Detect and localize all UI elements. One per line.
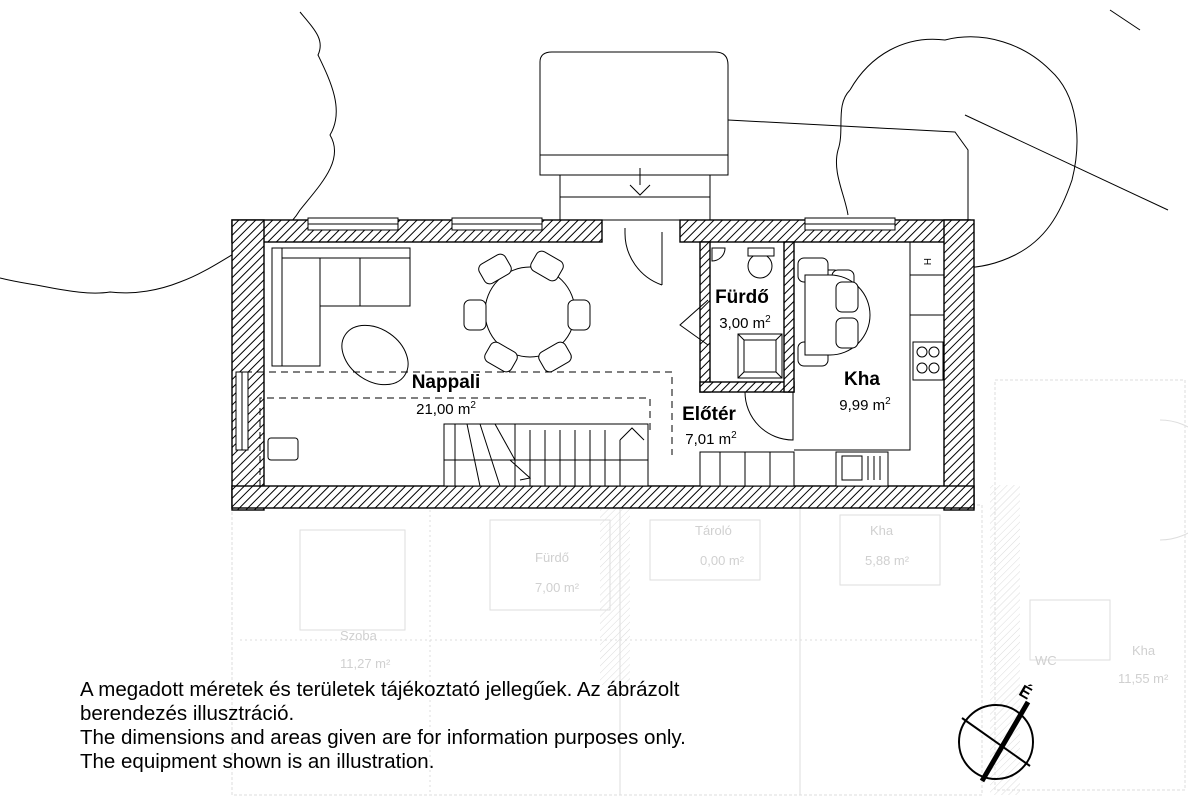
furniture-living <box>267 247 591 461</box>
kitchen-fixtures: H <box>699 242 944 487</box>
note-hu-line1: A megadott méretek és területek tájékozt… <box>80 678 680 701</box>
ghost-label-tarolo: Tároló <box>695 523 732 538</box>
room-area-nappali: 21,00 m2 <box>416 400 476 418</box>
ghost-label-furdo: Fürdő <box>535 550 569 565</box>
doors <box>624 228 794 441</box>
gallery-outline <box>245 371 673 487</box>
ghost-lower-floor <box>231 379 1188 796</box>
ghost-label-wc: WC <box>1035 653 1057 668</box>
windows <box>235 217 896 451</box>
staircase <box>443 423 649 487</box>
ghost-label-kha: Kha <box>870 523 894 538</box>
note-en-line2: The equipment shown is an illustration. <box>80 750 435 773</box>
hood-mark: H <box>921 258 932 265</box>
ghost-label-kha2: Kha <box>1132 643 1156 658</box>
ghost-label-kha-area: 5,88 m² <box>865 553 910 568</box>
tree-right <box>849 36 1078 269</box>
ghost-labels: Fürdő 7,00 m² Tároló 0,00 m² Kha 5,88 m²… <box>340 523 1169 686</box>
ghost-label-szoba: Szoba <box>340 628 378 643</box>
ghost-label-szoba-area: 11,27 m² <box>340 656 391 671</box>
ghost-label-kha2-area: 11,55 m² <box>1118 671 1169 686</box>
room-name-kha: Kha <box>844 369 880 390</box>
room-name-eloter: Előtér <box>682 404 736 425</box>
disclaimer-notes: A megadott méretek és területek tájékozt… <box>80 678 900 774</box>
room-labels: Nappali 21,00 m2 Fürdő 3,00 m2 Kha 9,99 … <box>412 287 891 448</box>
bathroom-fixtures <box>711 247 783 379</box>
room-name-nappali: Nappali <box>412 372 481 393</box>
exterior-walls <box>231 219 975 511</box>
room-area-furdo: 3,00 m2 <box>719 314 771 332</box>
ghost-label-furdo-area: 7,00 m² <box>535 580 580 595</box>
note-en-line1: The dimensions and areas given are for i… <box>80 726 686 749</box>
note-hu-line2: berendezés illusztráció. <box>80 702 295 725</box>
entrance-porch <box>539 51 969 225</box>
ghost-label-tarolo-area: 0,00 m² <box>700 553 745 568</box>
room-area-kha: 9,99 m2 <box>839 396 891 414</box>
room-area-eloter: 7,01 m2 <box>685 430 737 448</box>
room-name-furdo: Fürdő <box>715 287 769 308</box>
